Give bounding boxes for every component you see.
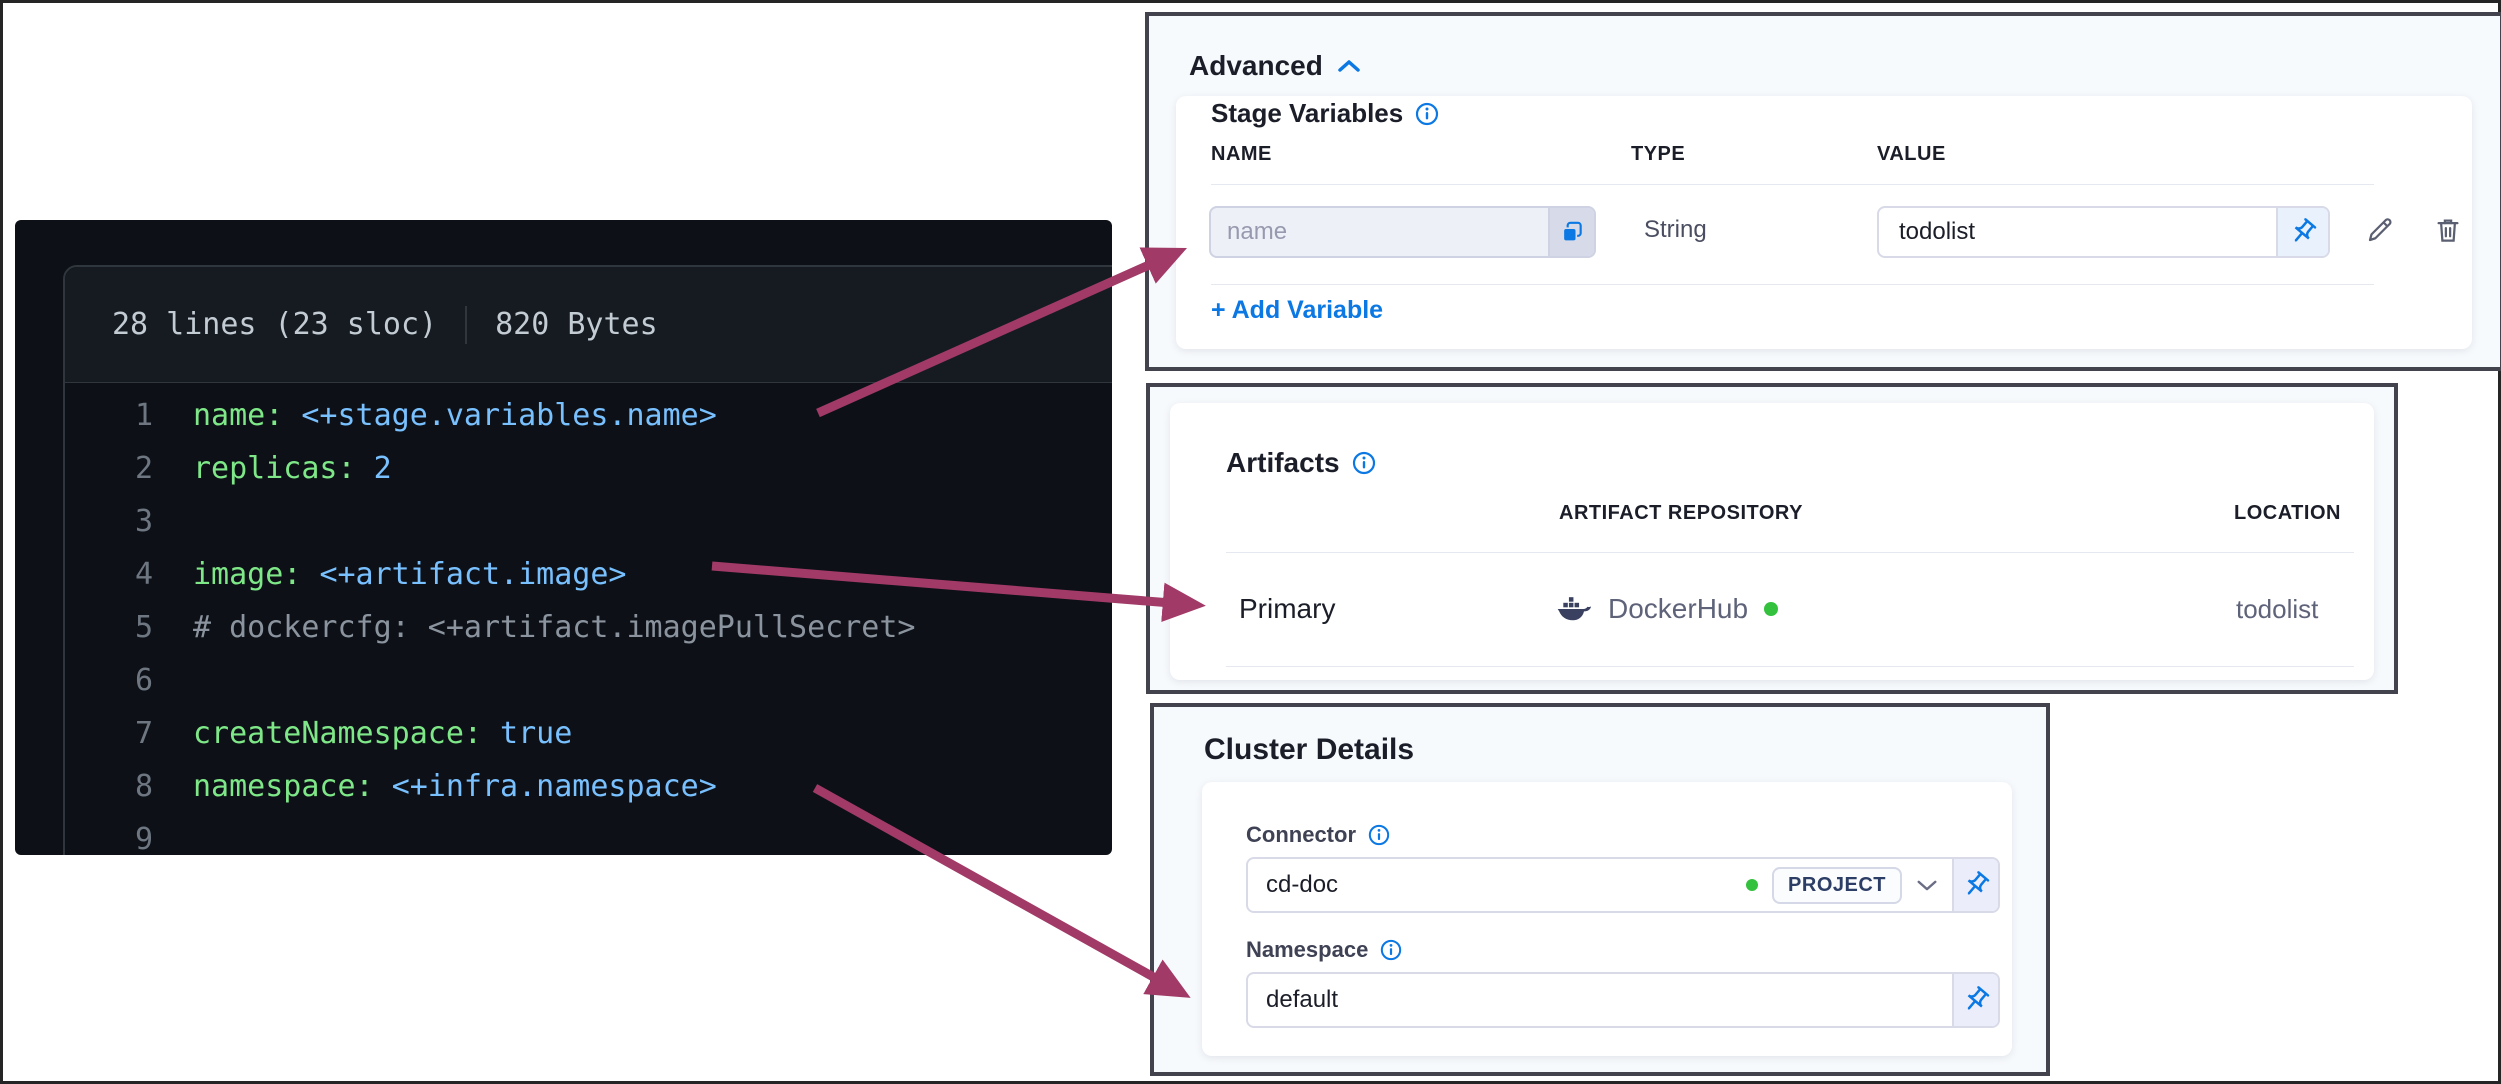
copy-button[interactable] xyxy=(1548,208,1594,256)
column-header-name: NAME xyxy=(1211,143,1272,165)
artifact-location-cell: todolist xyxy=(2236,593,2319,624)
code-text: image: <+artifact.image> xyxy=(193,557,627,592)
info-icon[interactable] xyxy=(1380,939,1402,961)
code-text: name: <+stage.variables.name> xyxy=(193,398,717,433)
code-line: 1 name: <+stage.variables.name> xyxy=(65,389,1112,442)
connector-value-field[interactable]: cd-doc xyxy=(1248,859,1746,911)
artifacts-panel: Artifacts ARTIFACT REPOSITORY LOCATION P… xyxy=(1146,383,2398,694)
advanced-section-toggle[interactable]: Advanced xyxy=(1189,50,1361,82)
cluster-details-title: Cluster Details xyxy=(1204,733,1415,766)
code-line: 7 createNamespace: true xyxy=(65,707,1112,760)
line-number: 4 xyxy=(134,557,153,592)
variable-value-input[interactable]: todolist xyxy=(1877,206,2330,258)
stage-variable-row: name String todolist xyxy=(1176,206,2472,258)
info-icon[interactable] xyxy=(1352,451,1376,475)
divider xyxy=(1211,184,2374,185)
trash-icon xyxy=(2437,219,2459,242)
variable-name-input[interactable]: name xyxy=(1209,206,1596,258)
line-number: 8 xyxy=(134,769,153,804)
code-line: 8 namespace: <+infra.namespace> xyxy=(65,760,1112,813)
copy-icon xyxy=(1562,221,1582,243)
code-line: 2 replicas: 2 xyxy=(65,442,1112,495)
line-number: 3 xyxy=(134,504,153,539)
pin-button[interactable] xyxy=(2276,208,2328,256)
info-icon[interactable] xyxy=(1415,102,1439,126)
divider xyxy=(1226,666,2354,667)
column-header-type: TYPE xyxy=(1631,143,1686,165)
variable-name-placeholder: name xyxy=(1227,218,1288,245)
code-line: 6 xyxy=(65,654,1112,707)
pencil-icon xyxy=(2368,218,2392,242)
column-header-location: LOCATION xyxy=(2234,502,2341,524)
advanced-title: Advanced xyxy=(1189,50,1323,81)
code-file-card: 28 lines (23 sloc) 820 Bytes 1 name: <+st… xyxy=(63,265,1112,855)
column-header-artifact-repository: ARTIFACT REPOSITORY xyxy=(1559,502,1803,524)
file-size-stat: 820 Bytes xyxy=(495,307,658,342)
line-number: 7 xyxy=(134,716,153,751)
variable-value-text: todolist xyxy=(1899,218,1976,245)
artifacts-card: Artifacts ARTIFACT REPOSITORY LOCATION P… xyxy=(1170,403,2374,680)
docker-whale-icon xyxy=(1557,597,1592,621)
line-number: 9 xyxy=(134,822,153,855)
pin-icon xyxy=(1967,986,1990,1010)
pin-icon xyxy=(2294,218,2317,242)
variable-name-field[interactable]: name xyxy=(1211,208,1548,256)
add-variable-button[interactable]: + Add Variable xyxy=(1211,296,1384,324)
namespace-value-field[interactable]: default xyxy=(1248,974,1952,1026)
artifact-repository-name: DockerHub xyxy=(1608,593,1749,624)
pin-button[interactable] xyxy=(1952,859,1998,911)
artifact-row: Primary DockerHub todolist xyxy=(1170,553,2374,665)
stats-divider xyxy=(465,305,468,344)
code-line: 4 image: <+artifact.image> xyxy=(65,548,1112,601)
line-number: 1 xyxy=(134,398,153,433)
stage-variables-card: Stage Variables NAME TYPE VALUE name xyxy=(1176,96,2472,349)
artifact-repository-cell: DockerHub xyxy=(1556,553,1779,665)
code-text: namespace: <+infra.namespace> xyxy=(193,769,717,804)
scope-badge[interactable]: PROJECT xyxy=(1772,866,1902,904)
variable-value-field[interactable]: todolist xyxy=(1879,208,2276,256)
stage-variables-title: Stage Variables xyxy=(1211,98,1439,129)
code-body: 1 name: <+stage.variables.name> 2 replicas… xyxy=(65,383,1112,855)
connector-status-dot xyxy=(1746,879,1759,891)
namespace-value-text: default xyxy=(1266,986,1339,1013)
column-header-value: VALUE xyxy=(1877,143,1946,165)
advanced-panel: Advanced Stage Variables NAME TYPE VALUE xyxy=(1145,12,2501,371)
chevron-up-icon xyxy=(1338,60,1360,72)
file-lines-stat: 28 lines (23 sloc) xyxy=(112,307,438,342)
chevron-down-icon[interactable] xyxy=(1916,879,1938,892)
line-number: 6 xyxy=(134,663,153,698)
connector-input[interactable]: cd-doc PROJECT xyxy=(1246,857,2000,913)
code-line: 9 xyxy=(65,813,1112,855)
line-number: 2 xyxy=(134,451,153,486)
code-text: # dockercfg: <+artifact.imagePullSecret> xyxy=(193,610,916,645)
connector-status-dot xyxy=(1764,602,1779,616)
code-line: 5 # dockercfg: <+artifact.imagePullSecret… xyxy=(65,601,1112,654)
edit-variable-button[interactable] xyxy=(2356,206,2404,254)
connector-label: Connector xyxy=(1246,822,1390,848)
info-icon[interactable] xyxy=(1368,824,1390,846)
code-text: replicas: 2 xyxy=(193,451,392,486)
artifact-label: Primary xyxy=(1239,593,1336,624)
code-text: createNamespace: true xyxy=(193,716,573,751)
variable-type-value: String xyxy=(1644,216,1707,243)
code-file-stats-bar: 28 lines (23 sloc) 820 Bytes xyxy=(65,267,1112,383)
line-number: 5 xyxy=(134,610,153,645)
divider xyxy=(1211,284,2374,285)
cluster-details-card: Connector cd-doc PROJECT xyxy=(1202,782,2012,1056)
namespace-input[interactable]: default xyxy=(1246,972,2000,1028)
cluster-details-panel: Cluster Details Connector cd-doc PROJECT xyxy=(1150,703,2050,1076)
artifacts-title: Artifacts xyxy=(1226,447,1376,479)
delete-variable-button[interactable] xyxy=(2424,206,2472,254)
connector-input-controls: PROJECT xyxy=(1746,859,1952,911)
code-viewer-panel: 28 lines (23 sloc) 820 Bytes 1 name: <+st… xyxy=(15,220,1112,855)
namespace-label: Namespace xyxy=(1246,937,1402,963)
connector-value-text: cd-doc xyxy=(1266,871,1339,898)
pin-button[interactable] xyxy=(1952,974,1998,1026)
pin-icon xyxy=(1967,871,1990,895)
divider xyxy=(1226,552,2354,553)
code-line: 3 xyxy=(65,495,1112,548)
